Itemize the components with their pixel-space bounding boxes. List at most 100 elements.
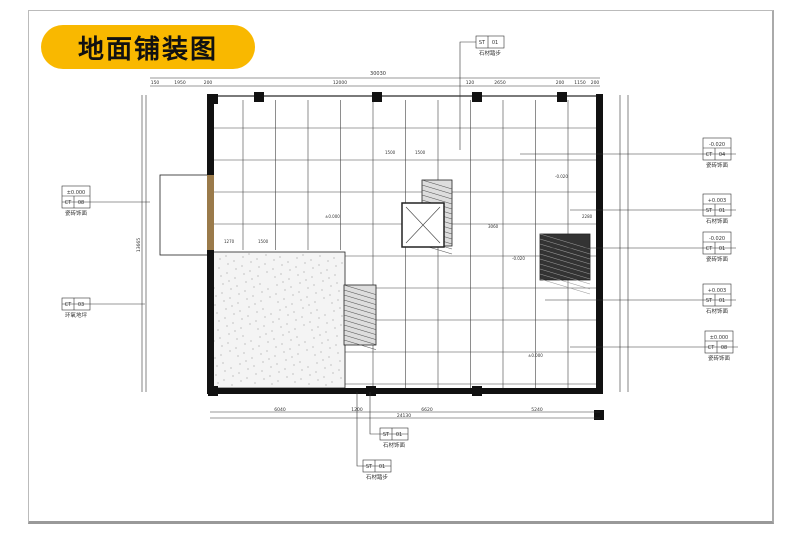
tag-elevation: -0.020 [709,142,725,148]
speckle [325,384,327,386]
speckle [279,309,281,311]
tag-description: 石材踏步 [479,49,502,57]
speckle [302,307,304,309]
dim-segment: 120 [466,80,475,86]
speckle [304,341,306,343]
speckle [336,335,338,337]
speckle [314,354,316,356]
speckle [268,358,270,360]
speckle [285,359,287,361]
speckle [303,271,305,273]
speckle [235,347,237,349]
dim-segment: 2650 [494,80,506,86]
dim-segment: 200 [204,80,213,86]
tag-description: 瓷砖饰面 [706,255,729,263]
speckle [239,310,241,312]
speckle [261,291,263,293]
speckle [263,325,265,327]
dim-segment: 1950 [174,80,186,86]
dim-inner: 1500 [258,239,269,244]
wall-hatch [207,175,214,250]
speckle [288,331,290,333]
hatch-line [343,339,377,350]
speckle [230,288,232,290]
speckle [230,367,232,369]
speckle [328,356,330,358]
speckle [222,362,224,364]
speckle [239,363,241,365]
speckle [226,325,228,327]
speckle [312,267,314,269]
speckle [273,338,275,340]
speckle [333,310,335,312]
speckle [248,253,250,255]
tag-number: 04 [719,152,725,158]
dim-segment: 6040 [274,407,286,413]
speckle [225,308,227,310]
speckle [307,287,309,289]
speckle [249,323,251,325]
speckle [324,367,326,369]
column [557,92,567,102]
tag-number: 01 [719,208,725,214]
hatch-line [539,253,591,270]
speckle [253,286,255,288]
tag-box [702,193,732,217]
speckle [298,291,300,293]
speckle [307,366,309,368]
speckle [340,377,342,379]
speckle [285,306,287,308]
speckle [304,262,306,264]
tag-elevation: -0.020 [709,236,725,242]
speckle [251,357,253,359]
speckle [250,340,252,342]
speckle [260,300,262,302]
speckle [255,373,257,375]
hatch-line [343,304,377,315]
speckle [264,316,266,318]
speckle [221,292,223,294]
speckle [236,338,238,340]
speckle [287,314,289,316]
hatch-line [343,334,377,345]
speckle [267,288,269,290]
speckle [281,264,283,266]
speckle [235,268,237,270]
dim-inner: 1500 [415,150,426,155]
speckle [256,258,258,260]
drawing-frame [28,10,774,524]
speckle [336,282,338,284]
speckle [262,361,264,363]
speckle [233,260,235,262]
elevator-cross [405,206,441,244]
speckle [252,295,254,297]
hatch-line [539,263,591,280]
dim-segment: 5240 [531,407,543,413]
speckle [333,257,335,259]
hatch-line [539,238,591,255]
speckle [334,274,336,276]
speckle [232,375,234,377]
speckle [316,309,318,311]
tag-number: 01 [396,432,402,438]
speckle [234,277,236,279]
speckle [260,353,262,355]
dim-segment: 200 [556,80,565,86]
speckle [249,270,251,272]
tag-number: 01 [719,246,725,252]
tag-box [702,137,732,161]
speckle [238,293,240,295]
tag-elevation: ±0.000 [67,190,86,196]
speckle [323,297,325,299]
speckle [233,313,235,315]
speckle [303,324,305,326]
speckle [295,266,297,268]
balcony [159,174,209,256]
dim-segment: 1150 [574,80,586,86]
tag-number: 01 [719,298,725,304]
speckle [236,285,238,287]
speckle [243,352,245,354]
tag-description: 石材饰面 [383,441,406,449]
hatch-line [343,319,377,330]
speckle [280,273,282,275]
